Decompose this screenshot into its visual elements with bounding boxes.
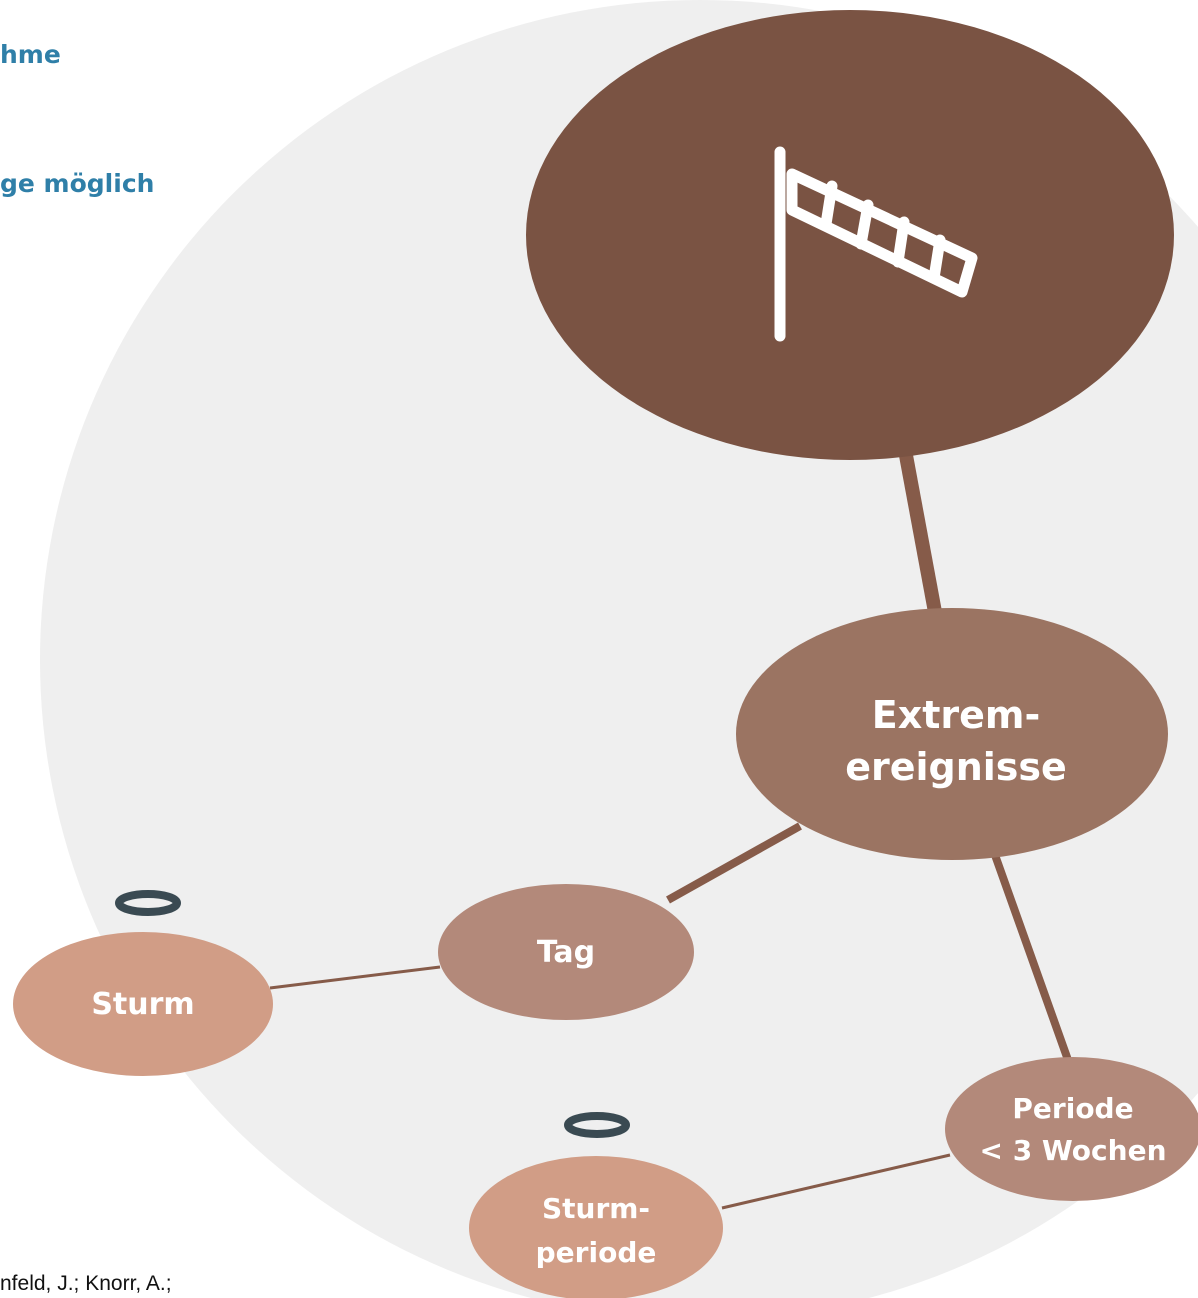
node-periode-line1: Periode: [1012, 1092, 1133, 1125]
node-sturmperiode: [469, 1156, 723, 1298]
connector-extrem-periode: [991, 853, 1072, 1062]
node-tag: [438, 884, 694, 1020]
legend-text-line1: hme: [0, 40, 61, 69]
ring-marker-sturmperiode: [564, 1112, 630, 1138]
connectors: [269, 448, 1072, 1210]
citation-text: nfeld, J.; Knorr, A.;: [0, 1272, 172, 1295]
node-sturmperiode-line2: periode: [536, 1236, 657, 1269]
ring-marker-sturm: [115, 890, 181, 916]
node-extremereignisse: [736, 608, 1168, 860]
connector-extrem-tag: [666, 822, 802, 904]
node-tag-label: Tag: [537, 935, 595, 970]
connector-periode-sturmperiode: [721, 1153, 951, 1210]
windsock-icon: [774, 146, 978, 342]
node-periode-line2: < 3 Wochen: [979, 1134, 1166, 1167]
node-sturmperiode-line1: Sturm-: [542, 1192, 650, 1225]
node-sturm: [13, 932, 273, 1076]
node-extremereignisse-line1: Extrem-: [872, 693, 1041, 737]
node-sturm-label: Sturm: [91, 987, 194, 1022]
legend-text-line2: ge möglich: [0, 169, 155, 198]
connector-tag-sturm: [269, 965, 441, 990]
node-periode: [945, 1057, 1198, 1201]
connector-hub-extrem: [898, 448, 942, 614]
node-extremereignisse-line2: ereignisse: [845, 745, 1067, 789]
